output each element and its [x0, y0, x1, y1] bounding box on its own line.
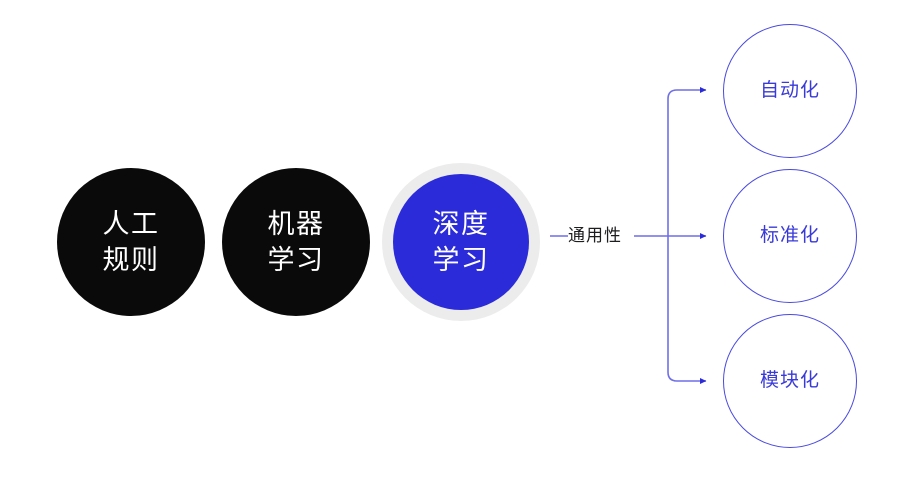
outcome-circle-modularization[interactable]: 模块化 — [723, 314, 857, 448]
stage-label-manual-rules-line2: 规则 — [102, 245, 160, 275]
stage-label-manual-rules-line1: 人工 — [102, 209, 160, 239]
outcome-label-automation: 自动化 — [759, 80, 820, 101]
outcome-circle-automation[interactable]: 自动化 — [723, 24, 857, 158]
stage-label-machine-learning-line1: 机器 — [267, 209, 325, 239]
outcome-circle-standardization[interactable]: 标准化 — [723, 169, 857, 303]
stage-circle-manual-rules[interactable]: 人工 规则 — [57, 168, 205, 316]
stage-label-machine-learning-line2: 学习 — [267, 245, 325, 275]
outcome-label-modularization: 模块化 — [759, 370, 820, 391]
stage-label-deep-learning-line2: 学习 — [432, 245, 490, 275]
stage-label-deep-learning-line1: 深度 — [432, 209, 490, 239]
outcome-label-standardization: 标准化 — [759, 225, 820, 246]
connector-branch-up — [667, 86, 707, 236]
stage-circle-deep-learning[interactable]: 深度 学习 — [393, 174, 529, 310]
connector-label-generality: 通用性 — [568, 226, 622, 245]
stage-circle-machine-learning[interactable]: 机器 学习 — [222, 168, 370, 316]
connector-branch-down — [667, 236, 707, 385]
